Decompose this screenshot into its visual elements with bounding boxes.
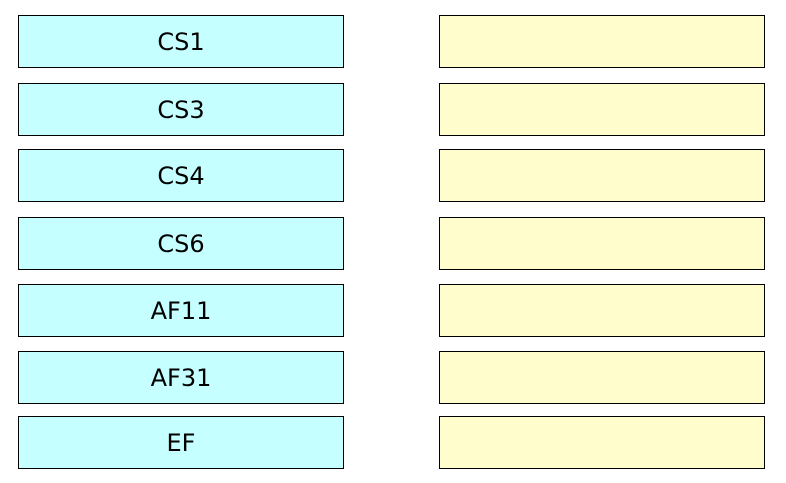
drop-target-1[interactable] <box>439 15 765 68</box>
source-item-label: CS1 <box>157 27 205 56</box>
source-item-label: EF <box>166 428 196 457</box>
source-item-cs1[interactable]: CS1 <box>18 15 344 68</box>
source-item-label: CS6 <box>157 229 205 258</box>
source-item-af11[interactable]: AF11 <box>18 284 344 337</box>
drop-target-5[interactable] <box>439 284 765 337</box>
drop-target-6[interactable] <box>439 351 765 404</box>
source-item-ef[interactable]: EF <box>18 416 344 469</box>
source-item-cs4[interactable]: CS4 <box>18 149 344 202</box>
source-item-label: AF31 <box>150 363 212 392</box>
source-item-cs3[interactable]: CS3 <box>18 83 344 136</box>
drop-target-4[interactable] <box>439 217 765 270</box>
drop-target-2[interactable] <box>439 83 765 136</box>
drop-target-3[interactable] <box>439 149 765 202</box>
drop-target-7[interactable] <box>439 416 765 469</box>
source-item-label: CS3 <box>157 95 205 124</box>
source-item-af31[interactable]: AF31 <box>18 351 344 404</box>
source-item-label: CS4 <box>157 161 205 190</box>
source-item-cs6[interactable]: CS6 <box>18 217 344 270</box>
source-item-label: AF11 <box>150 296 212 325</box>
